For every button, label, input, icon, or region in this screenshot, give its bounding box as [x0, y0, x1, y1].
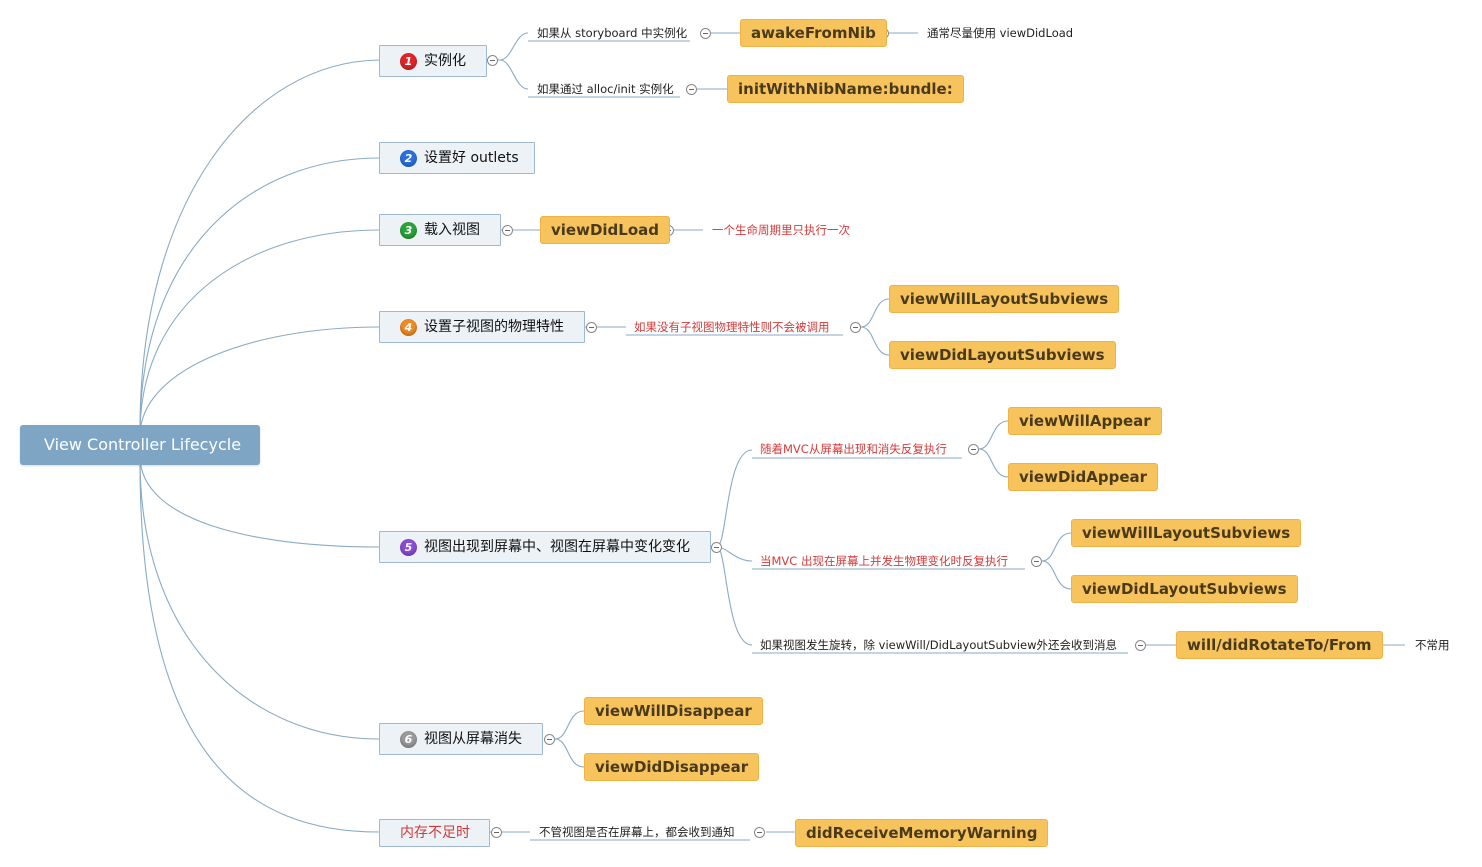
method-view-did-layout-subviews[interactable]: viewDidLayoutSubviews — [889, 341, 1116, 369]
method-view-will-appear[interactable]: viewWillAppear — [1008, 407, 1162, 435]
note-prefer-viewdidload: 通常尽量使用 viewDidLoad — [927, 26, 1074, 40]
topic-label: 设置子视图的物理特性 — [424, 319, 564, 335]
note-no-subview-geometry: 如果没有子视图物理特性则不会被调用 — [634, 320, 830, 334]
topic-label: 设置好 outlets — [424, 150, 519, 166]
priority-3-icon: 3 — [400, 222, 417, 239]
root-node[interactable]: View Controller Lifecycle — [20, 425, 260, 465]
topic-appear[interactable]: 5 视图出现到屏幕中、视图在屏幕中变化变化 — [379, 531, 711, 563]
topic-label: 视图出现到屏幕中、视图在屏幕中变化变化 — [424, 539, 690, 555]
method-view-did-appear[interactable]: viewDidAppear — [1008, 463, 1159, 491]
topic-geometry[interactable]: 4 设置子视图的物理特性 — [379, 311, 585, 343]
method-view-did-disappear[interactable]: viewDidDisappear — [584, 753, 760, 781]
note-alloc-init: 如果通过 alloc/init 实例化 — [537, 82, 674, 96]
note-rotation: 如果视图发生旋转，除 viewWill/DidLayoutSubview外还会收… — [760, 638, 1118, 652]
topic-outlets[interactable]: 2 设置好 outlets — [379, 142, 535, 174]
method-did-receive-memory-warning[interactable]: didReceiveMemoryWarning — [795, 819, 1049, 847]
topic-label: 载入视图 — [424, 222, 480, 238]
note-geometry-changes: 当MVC 出现在屏幕上并发生物理变化时反复执行 — [760, 554, 1008, 568]
topic-load-view[interactable]: 3 载入视图 — [379, 214, 501, 246]
note-memory-warning: 不管视图是否在屏幕上，都会收到通知 — [539, 825, 735, 839]
collapse-toggle[interactable] — [1031, 556, 1042, 567]
method-view-will-disappear[interactable]: viewWillDisappear — [584, 697, 763, 725]
collapse-toggle[interactable] — [502, 225, 513, 236]
collapse-toggle[interactable] — [491, 827, 502, 838]
topic-label: 实例化 — [424, 53, 466, 69]
method-view-did-load[interactable]: viewDidLoad — [540, 216, 671, 244]
method-view-will-layout-subviews-2[interactable]: viewWillLayoutSubviews — [1071, 519, 1302, 547]
note-rarely-used: 不常用 — [1415, 638, 1450, 652]
collapse-toggle[interactable] — [711, 542, 722, 553]
collapse-toggle[interactable] — [700, 28, 711, 39]
topic-disappear[interactable]: 6 视图从屏幕消失 — [379, 723, 543, 755]
collapse-toggle[interactable] — [850, 322, 861, 333]
topic-label: 内存不足时 — [400, 825, 470, 841]
priority-6-icon: 6 — [400, 731, 417, 748]
collapse-toggle[interactable] — [686, 84, 697, 95]
note-storyboard: 如果从 storyboard 中实例化 — [537, 26, 688, 40]
note-once-per-lifecycle: 一个生命周期里只执行一次 — [712, 223, 850, 237]
priority-2-icon: 2 — [400, 150, 417, 167]
method-awake-from-nib[interactable]: awakeFromNib — [740, 19, 887, 47]
method-will-did-rotate[interactable]: will/didRotateTo/From — [1176, 631, 1383, 659]
method-view-will-layout-subviews[interactable]: viewWillLayoutSubviews — [889, 285, 1120, 313]
collapse-toggle[interactable] — [487, 55, 498, 66]
collapse-toggle[interactable] — [968, 444, 979, 455]
topic-label: 视图从屏幕消失 — [424, 731, 522, 747]
collapse-toggle[interactable] — [586, 322, 597, 333]
method-init-with-nib-name[interactable]: initWithNibName:bundle: — [727, 75, 964, 103]
collapse-toggle[interactable] — [754, 827, 765, 838]
method-view-did-layout-subviews-2[interactable]: viewDidLayoutSubviews — [1071, 575, 1298, 603]
priority-1-icon: 1 — [400, 53, 417, 70]
topic-low-memory[interactable]: 内存不足时 — [379, 819, 490, 847]
priority-4-icon: 4 — [400, 319, 417, 336]
collapse-toggle[interactable] — [1135, 640, 1146, 651]
topic-instantiate[interactable]: 1 实例化 — [379, 45, 487, 77]
priority-5-icon: 5 — [400, 539, 417, 556]
note-appear-disappear: 随着MVC从屏幕出现和消失反复执行 — [760, 442, 947, 456]
collapse-toggle[interactable] — [544, 734, 555, 745]
